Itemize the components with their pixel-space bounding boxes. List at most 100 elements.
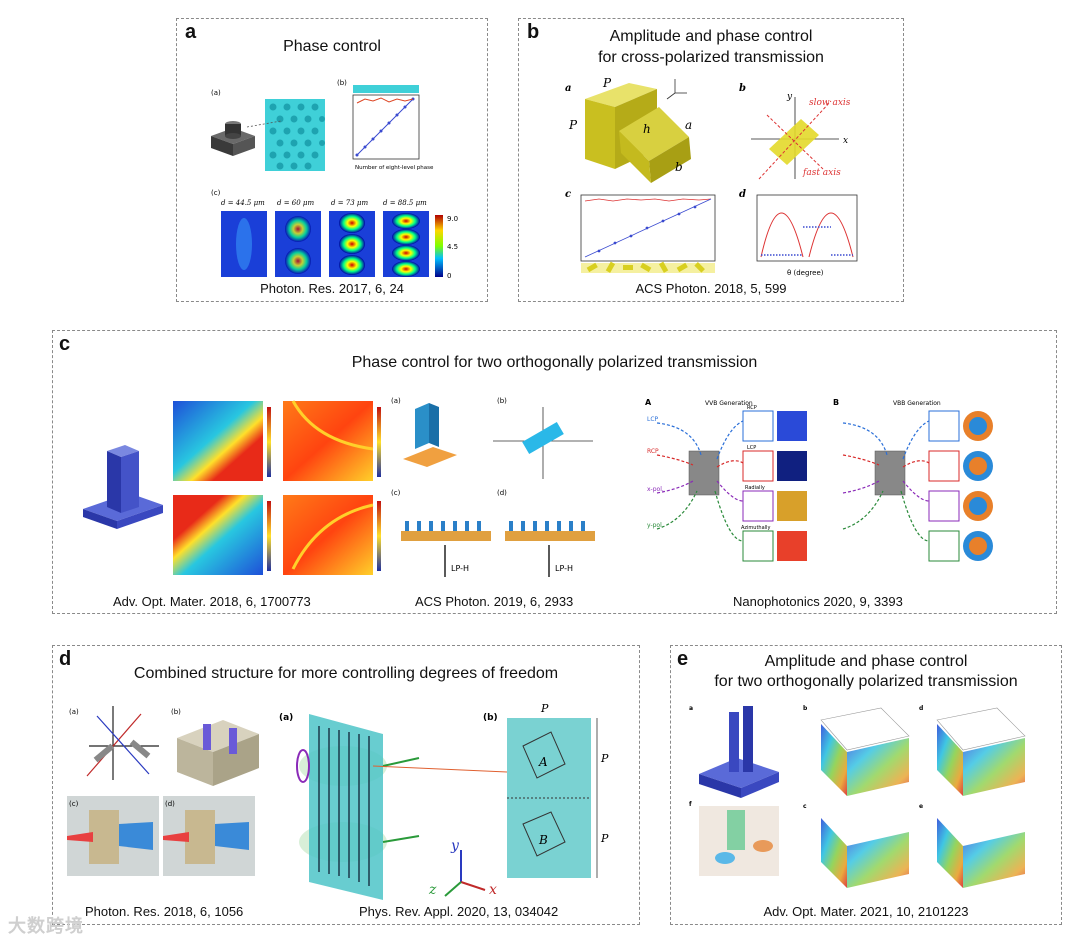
svg-text:A: A [645,398,652,407]
panel-title: Phase control [283,38,381,55]
svg-text:(d): (d) [497,489,507,497]
svg-text:x: x [489,882,497,898]
lattice-image [265,99,325,171]
phase-plot-frame [352,94,420,160]
svg-text:x: x [843,136,848,146]
svg-text:a: a [689,705,693,712]
svg-text:a: a [565,83,571,94]
pillar-unit-cell [211,121,255,156]
svg-text:(c): (c) [69,800,79,808]
phase-points [355,97,415,157]
svg-text:f: f [689,801,692,808]
label-P: P [568,118,578,132]
svg-text:d: d [919,705,923,712]
svg-text:(c): (c) [391,489,401,497]
fast-axis-label: fast axis [802,168,841,178]
block-structure [177,720,259,786]
label-P: P [540,702,549,715]
svg-text:y: y [786,92,793,102]
svg-text:c: c [803,803,807,810]
svg-text:(b): (b) [483,713,498,723]
subpanel-label: (a) [211,89,221,97]
panel-title: Combined structure for more controlling … [133,665,559,682]
label-B: B [538,833,548,847]
combined-structure-figure: (a) (b) (c) (d) (a) [67,702,609,900]
label-P: P [600,832,609,845]
svg-text:y: y [450,838,460,854]
svg-text:b: b [739,83,746,94]
svg-text:(b): (b) [497,397,507,405]
panel-title-line1: Amplitude and phase control [764,653,968,670]
svg-text:(a): (a) [391,397,401,405]
panel-letter: c [59,333,71,355]
mode-label: RCP [747,405,757,411]
axes-icon [666,79,687,100]
panel-title-line1: Amplitude and phase control [609,28,813,45]
label-A: A [538,755,548,769]
panel-e: e Amplitude and phase control for two or… [670,645,1062,925]
panel-title: Phase control for two orthogonally polar… [351,354,758,371]
metasurface-array [296,714,508,900]
phase-control-figure: (a) (b) Number of e [211,79,458,280]
svg-text:e: e [919,803,923,810]
svg-text:d: d [739,189,746,200]
unit-cell-diagram [507,718,598,878]
colorbar-tick: 9.0 [447,215,458,223]
heatmap-trans-x [283,401,373,481]
panel-letter: a [185,21,197,43]
lp-label: LP-H [555,564,573,573]
svg-text:(a): (a) [69,708,79,716]
field-label-group: d = 44.5 μm d = 60 μm d = 73 μm d = 88.5… [221,199,427,207]
substrate [401,531,491,541]
panel-letter: d [59,648,72,670]
orthogonal-phase-figure: (a) (b) (c) LP-H (d) LP-H A VVB Generati… [83,397,993,577]
surface-plots: b d c e [803,705,1026,888]
xaxis-label: Number of eight-level phase [355,165,434,171]
panel-a: a Phase control (a) (b) [176,18,488,302]
rect-pillar [83,445,163,529]
amplitude-phase-figure: a P P h a b b slow axis fast axis x y [565,76,858,277]
citation: ACS Photon. 2018, 5, 599 [635,281,787,296]
lattice-holes [269,103,325,170]
xyz-axes [444,850,486,897]
metasurface-a [688,450,720,496]
vvb-title: VVB Generation [705,400,753,407]
panel-b: b Amplitude and phase control for cross-… [518,18,904,302]
plot-c-frame [580,194,716,262]
mode-label: Radially [745,485,765,491]
panel-letter: e [677,648,689,670]
mode-tiles-a [742,410,807,562]
citation: Phys. Rev. Appl. 2020, 13, 034042 [359,904,559,919]
subpanel-label: (b) [337,79,347,87]
metasurface-b [874,450,906,496]
citation: Nanophotonics 2020, 9, 3393 [733,594,903,609]
phase-points [597,205,697,253]
mode-tiles-b [928,410,993,562]
field-label-1: d = 44.5 μm [221,199,265,207]
heatmap-phase-x [173,401,263,481]
field-label-4: d = 88.5 μm [383,199,427,207]
pol-label: y-pol. [647,522,664,529]
axis-diagram [751,97,839,180]
colorbar-tick: 4.5 [447,243,458,251]
field-label-2: d = 60 μm [277,199,314,207]
colorbar [435,215,443,277]
mode-label: LCP [747,445,756,451]
label-P: P [602,76,612,90]
svg-text:c: c [565,189,571,200]
svg-text:(a): (a) [279,713,293,723]
svg-text:(b): (b) [171,708,181,716]
pol-label: LCP [647,416,659,423]
amp-phase-ortho-figure: a f b d c e [689,705,1026,888]
heatmap-phase-y [173,495,263,575]
svg-text:b: b [803,705,808,712]
svg-text:b: b [675,160,683,174]
double-block-structure [585,83,691,183]
mode-label: Azimuthally [741,525,770,531]
theta-axis-label: θ (degree) [787,269,824,277]
label-P: P [600,752,609,765]
panel-d: d Combined structure for more controllin… [52,645,640,925]
citation: Photon. Res. 2017, 6, 24 [260,281,404,296]
pol-label: RCP [647,448,659,455]
watermark: 大数跨境 [8,916,84,936]
